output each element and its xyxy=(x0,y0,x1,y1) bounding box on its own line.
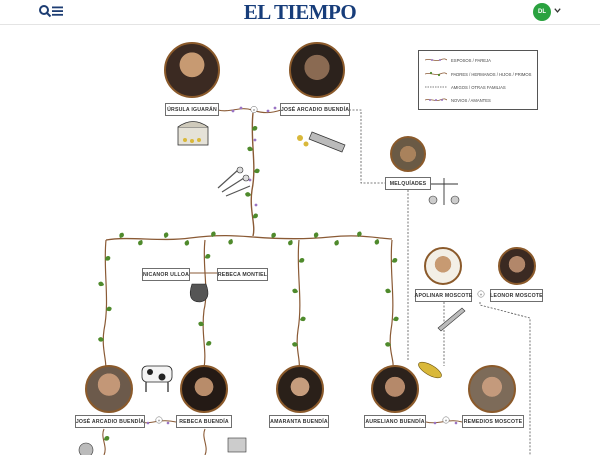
portrait-jose-arcadio-jr[interactable] xyxy=(85,365,133,413)
label-jose-arcadio-jr[interactable]: JOSÉ ARCADIO BUENDÍA xyxy=(75,415,145,428)
legend-item: NOVIOS / AMANTES xyxy=(425,96,491,104)
menu-icon[interactable] xyxy=(51,4,65,18)
portrait-rebeca[interactable] xyxy=(180,365,228,413)
alchemy-scale-illustration xyxy=(428,178,460,205)
legend-item: PADRES / HERMANOS / HIJOS / PRIMOS xyxy=(425,70,531,78)
portrait-leonor[interactable] xyxy=(498,247,536,285)
portrait-melquiades[interactable] xyxy=(390,136,426,172)
vine-flowers-icon xyxy=(425,98,447,101)
vine-purple-icon xyxy=(425,58,447,61)
cow-illustration xyxy=(141,365,173,392)
label-rebeca[interactable]: REBECA BUENDÍA xyxy=(176,415,232,428)
label-melquiades[interactable]: MELQUÍADES xyxy=(385,177,431,190)
user-avatar[interactable]: DL xyxy=(533,3,551,21)
family-tree-canvas: ∞ xyxy=(0,25,600,455)
chevron-down-icon[interactable] xyxy=(553,6,562,15)
search-icon[interactable] xyxy=(38,4,52,18)
label-leonor[interactable]: LEONOR MOSCOTE xyxy=(490,289,543,302)
site-logo[interactable]: EL TIEMPO xyxy=(243,0,357,24)
label-rebeca-montiel[interactable]: REBECA MONTIEL xyxy=(217,268,268,281)
label-nicanor[interactable]: NICANOR ULLOA xyxy=(142,268,190,281)
legend: ESPOSOS / PAREJA PADRES / HERMANOS / HIJ… xyxy=(418,50,538,110)
portrait-ursula[interactable] xyxy=(164,42,220,98)
label-apolinar[interactable]: APOLINAR MOSCOTE xyxy=(415,289,472,302)
label-remedios[interactable]: REMEDIOS MOSCOTE xyxy=(462,415,524,428)
svg-text:∞: ∞ xyxy=(480,293,483,297)
golden-fish-illustration xyxy=(418,361,442,379)
label-jose-arcadio[interactable]: JOSÉ ARCADIO BUENDÍA xyxy=(280,103,350,116)
bottom-illustrations xyxy=(78,437,247,455)
sack-illustration xyxy=(189,283,209,303)
label-ursula[interactable]: ÚRSULA IGUARÁN xyxy=(165,103,219,116)
knife-illustration xyxy=(437,307,466,332)
portrait-jose-arcadio[interactable] xyxy=(289,42,345,98)
vine-green-icon xyxy=(425,71,447,77)
dashed-line-icon xyxy=(425,86,447,88)
treasure-chest-illustration xyxy=(177,121,209,146)
portrait-aureliano[interactable] xyxy=(371,365,419,413)
site-header: EL TIEMPO DL xyxy=(0,0,600,25)
label-aureliano[interactable]: AURELIANO BUENDÍA xyxy=(364,415,426,428)
portrait-apolinar[interactable] xyxy=(424,247,462,285)
family-tree-connections: ∞ xyxy=(78,106,531,455)
label-amaranta[interactable]: AMARANTA BUENDÍA xyxy=(269,415,329,428)
portrait-amaranta[interactable] xyxy=(276,365,324,413)
svg-text:∞: ∞ xyxy=(158,419,161,423)
magnets-illustration xyxy=(217,166,251,197)
svg-text:∞: ∞ xyxy=(253,108,256,112)
telescope-illustration xyxy=(297,131,346,153)
legend-item: ESPOSOS / PAREJA xyxy=(425,56,491,64)
legend-item: AMIGOS / OTRAS FAMILIAS xyxy=(425,83,506,91)
svg-text:∞: ∞ xyxy=(445,419,448,423)
portrait-remedios[interactable] xyxy=(468,365,516,413)
